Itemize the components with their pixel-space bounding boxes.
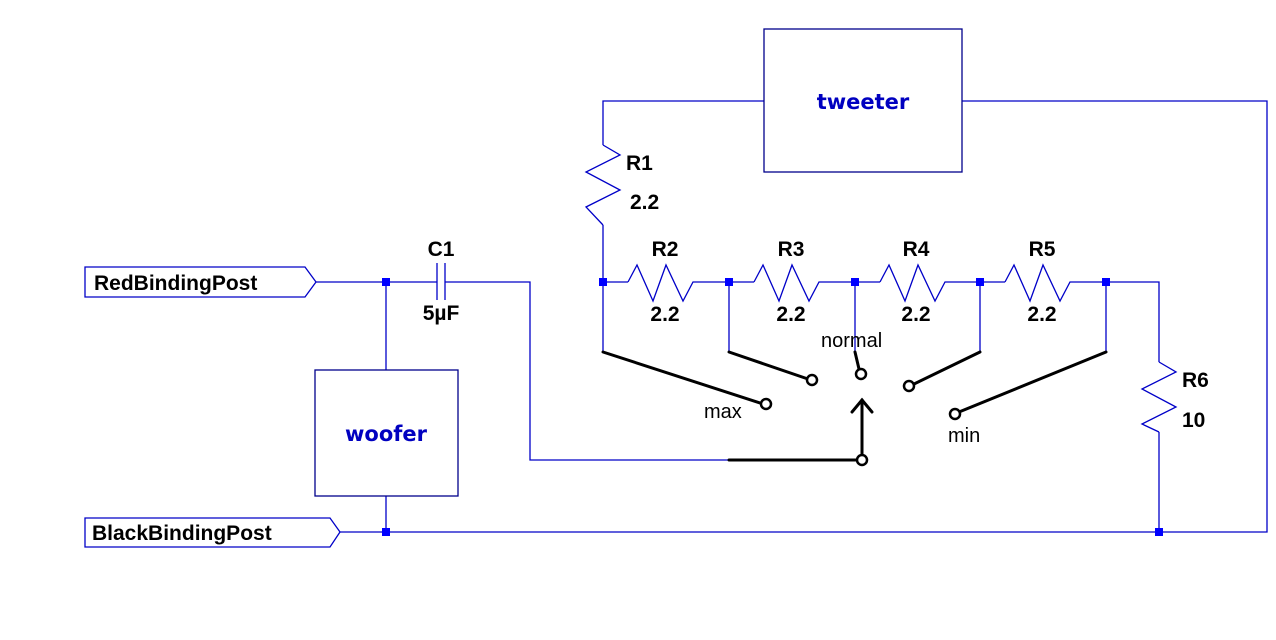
port-black-binding-post[interactable]: BlackBindingPost [84,517,341,548]
r3-ref: R3 [778,238,805,261]
wire-c1-to-switch [445,281,729,461]
switch-contact-4[interactable] [902,379,916,393]
r1-value: 2.2 [630,191,659,214]
r5-value: 2.2 [1027,303,1056,326]
switch-contact-min[interactable] [948,407,962,421]
r2-ref: R2 [652,238,679,261]
switch-contact-normal[interactable] [854,367,868,381]
r5-ref: R5 [1029,238,1056,261]
woofer-block[interactable] [314,369,459,497]
r2-value: 2.2 [650,303,679,326]
resistor-r3-symbol [753,263,828,303]
junction-dot [599,278,607,286]
switch-wiper-arrow [850,397,874,414]
c1-ref: C1 [428,238,455,261]
woofer-label: woofer [345,422,428,446]
resistor-r6-symbol [1140,361,1178,433]
port-red-binding-post[interactable]: RedBindingPost [84,266,317,298]
junction-dot [976,278,984,286]
junction-dot [851,278,859,286]
switch-contact-2[interactable] [805,373,819,387]
junction-dot [1155,528,1163,536]
capacitor-c1-symbol [436,263,446,300]
r6-ref: R6 [1182,369,1209,392]
resistor-r2-symbol [627,263,703,303]
switch-label-normal: normal [821,330,882,352]
switch-contact-max[interactable] [759,397,773,411]
wire-tweeter-to-r1 [602,100,764,145]
level-switch[interactable] [601,350,1108,467]
r4-ref: R4 [903,238,930,261]
switch-label-min: min [948,425,980,447]
resistor-r4-symbol [879,263,954,303]
port-red-label: RedBindingPost [94,272,257,295]
resistor-r5-symbol [1004,263,1080,303]
wire-black-return [340,100,1268,533]
switch-common-contact[interactable] [855,453,869,467]
tweeter-block[interactable] [763,28,963,173]
junction-dot [382,278,390,286]
junction-dot [382,528,390,536]
port-black-label: BlackBindingPost [92,522,272,545]
switch-label-max: max [704,401,742,423]
r1-ref: R1 [626,152,653,175]
junction-dot [1102,278,1110,286]
r6-value: 10 [1182,409,1205,432]
r3-value: 2.2 [776,303,805,326]
wires [316,100,1268,533]
junction-dot [725,278,733,286]
resistor-r1-symbol [584,144,622,226]
r4-value: 2.2 [901,303,930,326]
tweeter-label: tweeter [817,90,910,114]
junctions [382,278,1163,536]
resistor-zigzags [584,144,1178,433]
c1-value: 5µF [423,302,460,325]
